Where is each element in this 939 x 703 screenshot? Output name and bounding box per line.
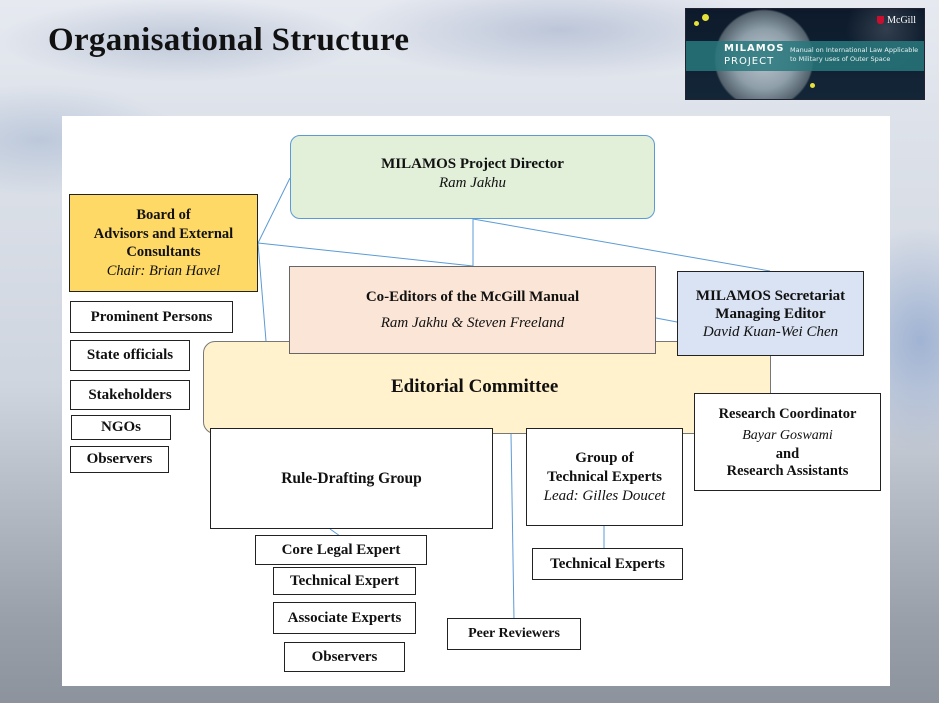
board-line1: Board of [136,207,191,223]
rule-drafting-title: Rule-Drafting Group [281,469,422,487]
board-member-ngos[interactable]: NGOs [71,415,171,440]
research-title: Research Coordinator [718,406,857,422]
research-coordinator-box[interactable]: Research Coordinator Bayar Goswami and R… [694,393,881,491]
secretariat-role: Managing Editor [715,305,826,322]
board-member-prominent-persons[interactable]: Prominent Persons [70,301,233,333]
editorial-committee-box[interactable]: Editorial Committee [203,341,771,434]
peer-reviewers-box[interactable]: Peer Reviewers [447,618,581,650]
mcgill-shield-icon [877,16,885,24]
board-line2: Advisors and External [93,225,234,242]
mcgill-label: McGill [887,15,916,26]
milamos-logo: McGill MILAMOS PROJECT Manual on Interna… [685,8,925,100]
gte-line1: Group of [575,449,634,466]
technical-experts-group-box[interactable]: Group of Technical Experts Lead: Gilles … [526,428,683,526]
research-name: Bayar Goswami [742,428,833,443]
board-member-state-officials[interactable]: State officials [70,340,190,371]
research-assistants: Research Assistants [726,463,849,479]
board-member-stakeholders[interactable]: Stakeholders [70,380,190,410]
research-and: and [775,446,800,462]
director-name: Ram Jakhu [438,175,507,191]
co-editors-names: Ram Jakhu & Steven Freeland [380,315,565,331]
board-chair: Chair: Brian Havel [106,262,221,279]
rdg-member-associate-experts[interactable]: Associate Experts [273,602,416,634]
co-editors-title: Co-Editors of the McGill Manual [365,289,580,305]
slide-title: Organisational Structure [48,22,410,58]
secretariat-title: MILAMOS Secretariat [695,287,846,304]
gte-line2: Technical Experts [547,468,662,485]
decor-dot [694,21,699,26]
mcgill-wordmark: McGill [877,15,916,26]
logo-brand-line1: MILAMOS [724,43,785,54]
rdg-member-observers[interactable]: Observers [284,642,405,672]
logo-tagline: Manual on International Law Applicable t… [790,46,919,63]
director-title: MILAMOS Project Director [381,156,564,172]
rdg-member-core-legal-expert[interactable]: Core Legal Expert [255,535,427,565]
editorial-committee-title: Editorial Committee [391,375,559,397]
co-editors-box[interactable]: Co-Editors of the McGill Manual Ram Jakh… [289,266,656,354]
board-member-observers[interactable]: Observers [70,446,169,473]
gte-lead: Lead: Gilles Doucet [543,487,666,504]
logo-brand-line2: PROJECT [724,56,775,67]
board-of-advisors-box[interactable]: Board of Advisors and External Consultan… [69,194,258,292]
rule-drafting-group-box[interactable]: Rule-Drafting Group [210,428,493,529]
rdg-member-technical-expert[interactable]: Technical Expert [273,567,416,595]
secretariat-name: David Kuan-Wei Chen [702,323,839,340]
decor-dot [810,83,815,88]
secretariat-box[interactable]: MILAMOS Secretariat Managing Editor Davi… [677,271,864,356]
board-line3: Consultants [126,244,201,260]
gte-member-technical-experts[interactable]: Technical Experts [532,548,683,580]
decor-dot [702,14,709,21]
logo-band [686,41,924,71]
project-director-box[interactable]: MILAMOS Project Director Ram Jakhu [290,135,655,219]
